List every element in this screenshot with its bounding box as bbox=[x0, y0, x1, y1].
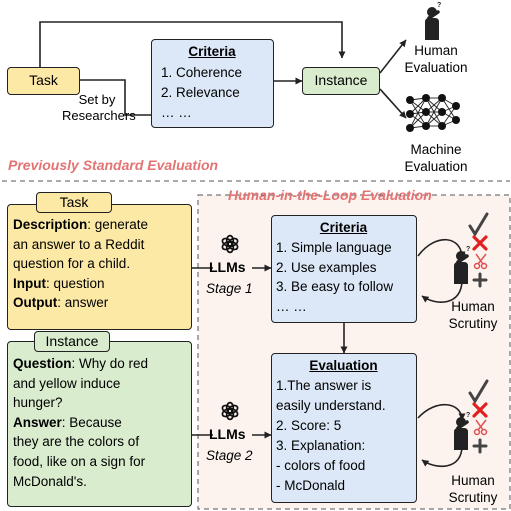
task-box-bottom: Description: generate an answer to a Red… bbox=[7, 204, 192, 330]
set-by-line: Researchers bbox=[62, 108, 136, 123]
evaluation-item: easily understand. bbox=[276, 398, 386, 413]
arrow-evaluation-to-scrutiny bbox=[417, 403, 466, 421]
instance-box-top: Instance bbox=[302, 67, 380, 95]
label-line: Machine bbox=[410, 142, 462, 157]
instance-line: food, like on a sign for bbox=[13, 453, 146, 469]
scissors-icon bbox=[473, 419, 488, 436]
label-line: Human bbox=[451, 473, 495, 488]
human-scrutiny-label: Human Scrutiny bbox=[438, 472, 508, 506]
evaluation-item: 2. Score: 5 bbox=[276, 418, 342, 433]
criteria-title: Criteria bbox=[319, 220, 368, 235]
arrow-task-to-instance bbox=[39, 21, 346, 67]
task-line: an answer to a Reddit bbox=[13, 236, 145, 252]
human-scrutiny-label: Human Scrutiny bbox=[438, 298, 508, 332]
arrow-to-human bbox=[379, 39, 407, 74]
task-line: Input: question bbox=[13, 275, 105, 291]
evaluation-box: Evaluation 1.The answer is easily unders… bbox=[271, 353, 417, 503]
check-icon bbox=[468, 212, 489, 237]
evaluation-item: - colors of food bbox=[276, 458, 366, 473]
label-line: Scrutiny bbox=[448, 316, 498, 331]
criteria-item: 2. Relevance bbox=[161, 85, 240, 100]
arrow-scrutiny-to-criteria bbox=[421, 279, 463, 303]
evaluation-item: 1.The answer is bbox=[276, 378, 372, 393]
scissors-icon bbox=[473, 253, 488, 270]
task-tag-label: Task bbox=[59, 194, 89, 210]
instance-tag: Instance bbox=[34, 331, 110, 352]
llm-label: LLMs bbox=[209, 259, 246, 275]
stage-2-label: Stage 2 bbox=[206, 448, 253, 463]
instance-tag-label: Instance bbox=[45, 333, 99, 349]
criteria-item: 3. Be easy to follow bbox=[276, 279, 394, 294]
human-evaluation-label: Human Evaluation bbox=[400, 42, 472, 76]
set-by-line: Set by bbox=[78, 92, 116, 107]
task-box: Task bbox=[7, 67, 80, 95]
label-line: Human bbox=[414, 43, 458, 58]
set-by-label: Set by Researchers bbox=[62, 92, 136, 124]
instance-line: Answer: Because bbox=[13, 414, 122, 430]
instance-line: Question: Why do red bbox=[13, 356, 149, 371]
neural-network-icon bbox=[406, 94, 460, 132]
person-thinking-icon bbox=[423, 0, 444, 42]
line-set-by bbox=[80, 79, 151, 116]
plus-icon bbox=[472, 272, 488, 288]
hitl-evaluation-title: Human-in-the-Loop Evaluation bbox=[228, 187, 432, 203]
task-line: Description: generate bbox=[13, 217, 149, 232]
machine-evaluation-label: Machine Evaluation bbox=[400, 141, 472, 175]
evaluation-item: - McDonald bbox=[276, 478, 346, 493]
instance-box-bottom: Question: Why do red and yellow induce h… bbox=[7, 341, 192, 507]
check-icon bbox=[468, 379, 489, 404]
criteria-title: Criteria bbox=[188, 44, 236, 59]
instance-label: Instance bbox=[314, 72, 368, 88]
previous-evaluation-title: Previously Standard Evaluation bbox=[8, 157, 219, 173]
llm-label: LLMs bbox=[209, 426, 246, 442]
criteria-box-bottom: Criteria 1. Simple language 2. Use examp… bbox=[271, 215, 417, 323]
evaluation-item: 3. Explanation: bbox=[276, 438, 366, 453]
plus-icon bbox=[472, 438, 488, 454]
criteria-item: … … bbox=[276, 298, 307, 314]
task-description: Description: generate an answer to a Red… bbox=[13, 215, 148, 313]
instance-line: hunger? bbox=[13, 395, 63, 411]
arrow-to-machine bbox=[379, 88, 407, 119]
evaluation-title: Evaluation bbox=[309, 358, 378, 373]
cross-icon bbox=[472, 402, 488, 418]
instance-line: McDonald's. bbox=[13, 473, 87, 489]
label-line: Human bbox=[451, 299, 495, 314]
instance-content: Question: Why do red and yellow induce h… bbox=[13, 354, 148, 491]
criteria-list: 1. Simple language 2. Use examples 3. Be… bbox=[276, 238, 393, 316]
task-tag: Task bbox=[36, 192, 112, 213]
instance-line: they are the colors of bbox=[13, 434, 140, 450]
cross-icon bbox=[472, 235, 488, 251]
label-line: Scrutiny bbox=[448, 490, 498, 505]
label-line: Evaluation bbox=[404, 60, 468, 75]
criteria-item: … … bbox=[161, 105, 192, 120]
label-line: Evaluation bbox=[404, 159, 468, 174]
stage-1-label: Stage 1 bbox=[206, 281, 253, 296]
task-line: question for a child. bbox=[13, 256, 131, 271]
criteria-box-top: Criteria 1. Coherence 2. Relevance … … bbox=[151, 39, 274, 128]
task-line: Output: answer bbox=[13, 295, 109, 310]
criteria-item: 1. Coherence bbox=[161, 65, 243, 80]
criteria-item: 2. Use examples bbox=[276, 259, 377, 275]
instance-line: and yellow induce bbox=[13, 375, 121, 391]
evaluation-list: 1.The answer is easily understand. 2. Sc… bbox=[276, 376, 386, 496]
task-label: Task bbox=[29, 72, 58, 88]
arrow-scrutiny-to-evaluation bbox=[421, 445, 463, 467]
criteria-item: 1. Simple language bbox=[276, 240, 392, 255]
